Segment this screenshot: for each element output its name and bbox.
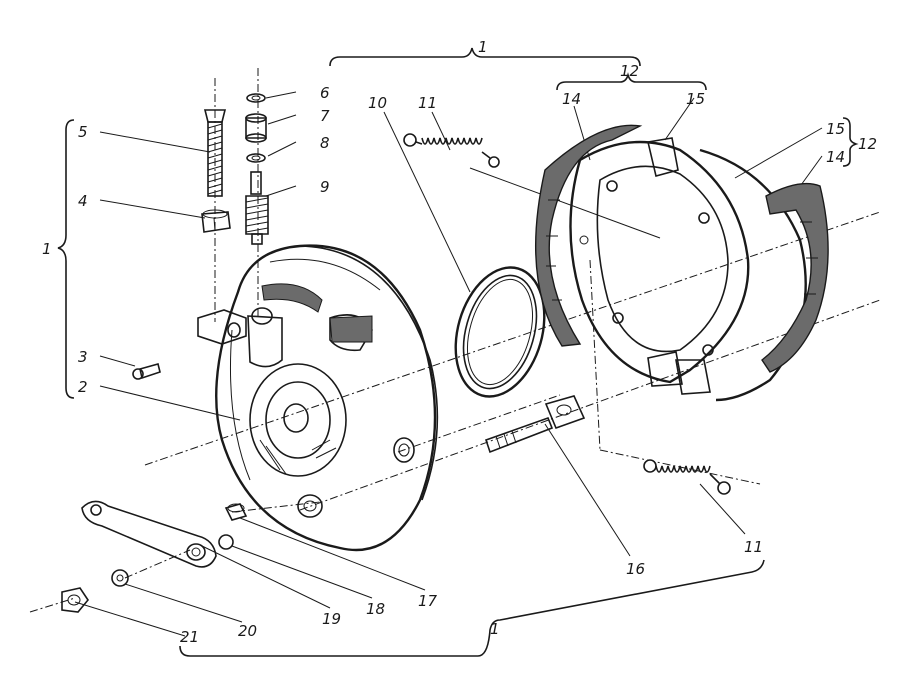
- label-8: 8: [320, 134, 330, 152]
- label-1-bottom: 1: [490, 620, 500, 638]
- callout-labels: 1 12 1 5 4 3 2 6 7 8 9 10 11 14 15 15 14…: [42, 38, 877, 646]
- nut-4: [201, 209, 231, 233]
- label-3: 3: [78, 348, 88, 366]
- bracket-right-12: [842, 117, 859, 167]
- label-6: 6: [320, 84, 330, 102]
- assembly-axes: [29, 68, 881, 613]
- spring-11-top: [403, 133, 500, 168]
- washer-6: [246, 93, 266, 103]
- label-20: 20: [238, 622, 257, 640]
- lining-14-left: [534, 124, 643, 347]
- washer-20: [111, 569, 129, 587]
- screw-3: [132, 363, 161, 380]
- bracket-left-1: [57, 119, 75, 399]
- lining-14-right: [761, 182, 829, 373]
- fitting-17: [224, 503, 248, 521]
- washer-8: [246, 153, 266, 163]
- label-12-top: 12: [620, 62, 639, 80]
- lever-19: [81, 500, 217, 568]
- bracket-top-1: [329, 47, 641, 67]
- bracket-bottom-1: [179, 559, 765, 657]
- adjuster-pin-9: [245, 171, 269, 245]
- label-1-top: 1: [478, 38, 488, 56]
- label-16: 16: [626, 560, 645, 578]
- label-21: 21: [180, 628, 199, 646]
- label-12-right: 12: [858, 135, 877, 153]
- brake-shoe-15-left: [569, 137, 750, 395]
- label-19: 19: [322, 610, 341, 628]
- label-14-right: 14: [826, 148, 845, 166]
- label-9: 9: [320, 178, 330, 196]
- bracket-top-12: [556, 72, 707, 91]
- label-11-top: 11: [418, 94, 437, 112]
- bolt-5: [203, 109, 227, 197]
- bushing-7: [245, 113, 267, 143]
- seal-ring-10: [454, 266, 546, 398]
- label-2: 2: [78, 378, 88, 396]
- label-15-right: 15: [826, 120, 845, 138]
- label-11-bottom: 11: [744, 538, 763, 556]
- spring-11-bottom: [643, 459, 731, 495]
- label-4: 4: [78, 192, 88, 210]
- label-1-left: 1: [42, 240, 52, 258]
- backing-plate-2: [197, 244, 439, 552]
- label-10: 10: [368, 94, 387, 112]
- label-17: 17: [418, 592, 438, 610]
- cam-shaft-16: [484, 395, 586, 454]
- label-18: 18: [366, 600, 385, 618]
- label-7: 7: [320, 107, 330, 125]
- brake-shoe-15-right: [699, 148, 807, 402]
- label-5: 5: [78, 123, 88, 141]
- nut-21: [61, 587, 89, 613]
- washer-18: [218, 534, 234, 550]
- label-14-left: 14: [562, 90, 581, 108]
- label-15-top: 15: [686, 90, 705, 108]
